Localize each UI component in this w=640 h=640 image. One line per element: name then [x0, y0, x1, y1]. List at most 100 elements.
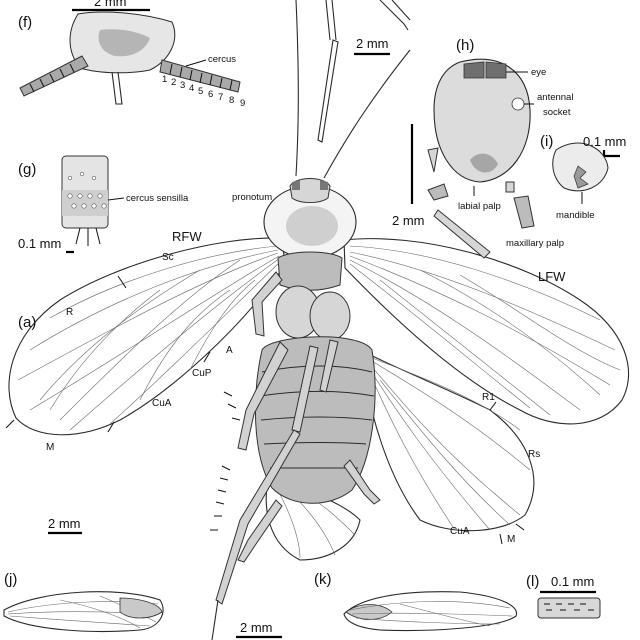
panel-label-k: (k)	[314, 571, 332, 588]
hind-wing	[359, 349, 535, 532]
panel-k	[343, 591, 517, 632]
abdomen	[254, 336, 376, 504]
scale-label-l: 0.1 mm	[551, 574, 594, 589]
cercus-sensilla-label: cercus sensilla	[126, 193, 189, 204]
cercus-left	[19, 55, 89, 97]
antennal-label-2: socket	[543, 107, 571, 118]
sensilla-leader	[107, 197, 125, 201]
scale-label-h: 2 mm	[392, 213, 425, 228]
scale-label-antenna: 2 mm	[356, 36, 389, 51]
maxillary-palp-2	[505, 181, 515, 193]
maxillary-palp	[513, 195, 535, 229]
hindleg-right	[343, 459, 381, 505]
scale-label-g: 0.1 mm	[18, 236, 61, 251]
seg-2: 2	[171, 77, 176, 88]
antennal-label-1: antennal	[537, 92, 573, 103]
head-capsule	[433, 58, 531, 183]
r1-label: R1	[482, 392, 495, 403]
panel-label-f: (f)	[18, 14, 32, 31]
midleg-right	[319, 339, 339, 393]
cup-label: CuP	[192, 368, 212, 379]
sensilla-hairs	[75, 227, 101, 246]
scale-label-i: 0.1 mm	[583, 134, 626, 149]
cercus-segments	[29, 63, 233, 93]
text-layer: (f) 2 mm cercus 1 2 3 4 5 6 7 8 9 (g) ce…	[4, 0, 626, 635]
panel-label-g: (g)	[18, 161, 36, 178]
midleg-left	[237, 341, 289, 451]
coxa-right	[309, 291, 351, 341]
scale-label-a: 2 mm	[48, 516, 81, 531]
hindleg-left-femur	[291, 345, 319, 433]
antenna-left	[295, 0, 299, 177]
panel-g	[61, 155, 125, 254]
lfw-wing	[343, 238, 630, 425]
labial-palp-seg-2	[427, 183, 449, 201]
panel-h	[410, 58, 535, 259]
cercus-label: cercus	[208, 54, 236, 65]
foreleg-left	[251, 271, 283, 337]
pronotum-label: pronotum	[232, 192, 272, 203]
upper-leg-fragment-2	[379, 0, 411, 31]
panel-a-specimen	[8, 0, 630, 640]
seg-4: 4	[189, 83, 194, 94]
labial-palp-seg-3	[433, 209, 491, 259]
hindleg-left-tibia	[215, 429, 301, 605]
antennal-socket	[511, 97, 525, 111]
panel-label-h: (h)	[456, 37, 474, 54]
appendage	[111, 71, 123, 105]
wing-ticks	[5, 275, 525, 545]
antenna-right	[323, 49, 411, 179]
m-right-label: M	[507, 534, 515, 545]
terminalia-shade	[98, 29, 150, 57]
cercus-segment-l	[537, 597, 601, 619]
seg-8: 8	[229, 95, 234, 106]
hind-wing-veins	[361, 354, 531, 531]
rs-label: Rs	[528, 449, 540, 460]
cua-right-label: CuA	[450, 526, 470, 537]
sc-label: Sc	[162, 252, 174, 263]
panel-f	[19, 8, 241, 105]
lfw-veins	[349, 245, 621, 416]
panel-label-j: (j)	[4, 571, 17, 588]
clypeus-shade	[470, 153, 498, 173]
rfw-wing	[8, 237, 286, 436]
mandible-teeth	[573, 165, 589, 189]
wing-k-veins	[349, 601, 513, 627]
rfw-veins	[17, 245, 281, 431]
labial-palp-seg-1	[427, 147, 439, 173]
seg-3: 3	[180, 80, 185, 91]
sensilla-dots	[67, 171, 107, 209]
cercus-right	[159, 59, 241, 93]
seg-9: 9	[240, 98, 245, 109]
panel-label-i: (i)	[540, 133, 553, 150]
seg-1: 1	[162, 74, 167, 85]
mandible-shape	[552, 142, 609, 192]
upper-leg-fragment-3	[317, 39, 339, 143]
wing-k	[343, 591, 517, 632]
panel-i	[552, 142, 620, 204]
seg-6: 6	[208, 89, 213, 100]
panel-j	[3, 591, 164, 633]
panel-label-a: (a)	[18, 314, 36, 331]
seg-5: 5	[198, 86, 203, 97]
lfw-label: LFW	[538, 269, 566, 284]
maxillary-palp-label: maxillary palp	[506, 238, 564, 249]
m-left-label: M	[46, 442, 54, 453]
panel-label-l: (l)	[526, 573, 539, 590]
cua-left-label: CuA	[152, 398, 172, 409]
cercus-leader	[185, 59, 207, 67]
wing-j-base	[119, 597, 163, 619]
upper-leg-fragment-1	[325, 0, 337, 41]
cercus-segment-l-marks	[544, 603, 594, 611]
labial-palp-label: labial palp	[458, 201, 501, 212]
abdomen-tail	[237, 499, 283, 563]
pronotum-disc	[286, 206, 338, 246]
eye-label: eye	[531, 67, 546, 78]
a-vein-label: A	[226, 345, 233, 356]
leg-spines	[210, 391, 241, 531]
r-label: R	[66, 307, 73, 318]
mesothorax	[277, 251, 343, 291]
head-eyes	[292, 180, 328, 190]
scale-label-jk: 2 mm	[240, 620, 273, 635]
